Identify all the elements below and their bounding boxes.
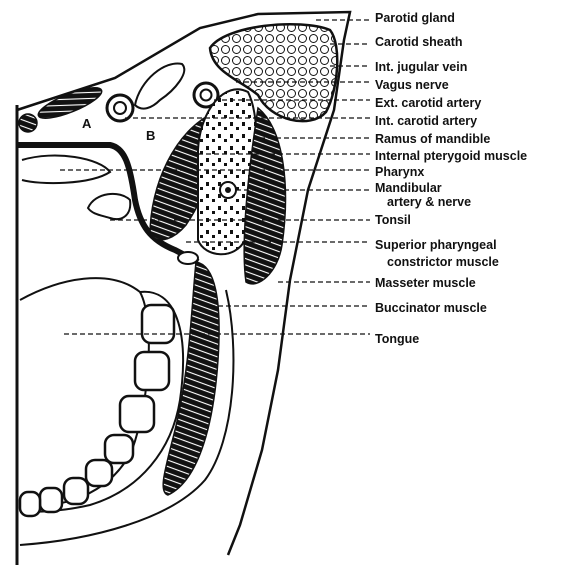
mandibular-artery-dot — [225, 187, 231, 193]
tongue — [20, 278, 149, 506]
teeth — [20, 305, 174, 516]
pharynx-fold — [22, 156, 110, 184]
structure-label: artery & nerve — [387, 195, 471, 209]
structure-label: Tonsil — [375, 213, 411, 227]
structure-label: Pharynx — [375, 165, 424, 179]
constrictor-junction — [178, 252, 198, 264]
vertebral-vessel — [19, 114, 37, 132]
structure-label: Superior pharyngeal — [375, 238, 497, 252]
tonsil — [88, 194, 130, 219]
structure-label: Buccinator muscle — [375, 301, 487, 315]
structure-label: Carotid sheath — [375, 35, 463, 49]
structure-label: Parotid gland — [375, 11, 455, 25]
structure-label: Int. carotid artery — [375, 114, 477, 128]
structure-label: Masseter muscle — [375, 276, 476, 290]
buccinator-muscle — [163, 262, 219, 495]
structure-label: Tongue — [375, 332, 419, 346]
structure-label: Ramus of mandible — [375, 132, 490, 146]
styloid-structure — [135, 63, 184, 108]
marker-a: A — [82, 116, 92, 131]
carotid-vessel-b-inner — [114, 102, 126, 114]
structure-label: Mandibular — [375, 181, 442, 195]
incisor-central — [20, 492, 40, 516]
marker-b: B — [146, 128, 155, 143]
structure-label: Ext. carotid artery — [375, 96, 481, 110]
molar-3 — [120, 396, 154, 432]
muscle-strip — [35, 82, 105, 124]
structure-label: Internal pterygoid muscle — [375, 149, 527, 163]
premolar-1 — [105, 435, 133, 463]
premolar-2 — [86, 460, 112, 486]
ext-carotid-vessel-inner — [201, 90, 212, 101]
molar-1 — [142, 305, 174, 343]
structure-label: constrictor muscle — [387, 255, 499, 269]
canine — [64, 478, 88, 504]
structure-label: Vagus nerve — [375, 78, 449, 92]
structure-label: Int. jugular vein — [375, 60, 467, 74]
molar-2 — [135, 352, 169, 390]
incisor-lateral — [40, 488, 62, 512]
